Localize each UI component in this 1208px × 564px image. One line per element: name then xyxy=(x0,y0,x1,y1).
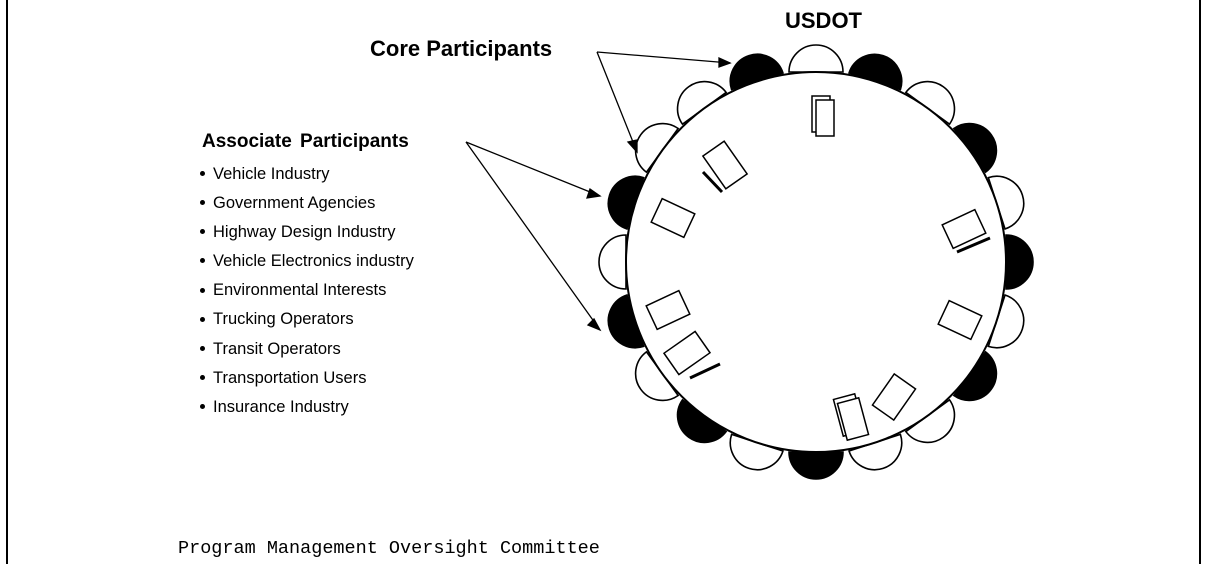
core-participant-seat xyxy=(729,53,784,91)
associate-participant-seat xyxy=(634,350,680,402)
bullet-icon xyxy=(200,229,205,235)
core-participants-label: Core Participants xyxy=(370,36,553,61)
associate-participants-label: Associate Participants xyxy=(202,131,409,152)
list-item-label: Trucking Operators xyxy=(213,310,354,329)
list-item: Vehicle Electronics industry xyxy=(200,247,414,276)
associate-participant-seat xyxy=(987,175,1025,230)
document-icon xyxy=(701,140,749,194)
document-icon xyxy=(832,392,870,442)
bullet-icon xyxy=(200,403,205,409)
core-participant-seat xyxy=(676,398,728,444)
associate-participant-seat xyxy=(788,44,844,73)
list-item: Environmental Interests xyxy=(200,276,414,305)
list-item: Transit Operators xyxy=(200,335,414,364)
document-icon xyxy=(650,197,696,239)
core-participant-seat xyxy=(607,294,645,349)
usdot-label: USDOT xyxy=(785,8,862,33)
associate-participant-seat xyxy=(904,80,956,126)
list-item: Highway Design Industry xyxy=(200,218,414,247)
list-item: Transportation Users xyxy=(200,364,414,393)
document-icon xyxy=(937,299,983,341)
associate-participant-seat xyxy=(904,398,956,444)
list-item: Trucking Operators xyxy=(200,305,414,334)
list-item-label: Vehicle Electronics industry xyxy=(213,252,414,271)
bullet-icon xyxy=(200,287,205,293)
associate-participant-seat xyxy=(987,294,1025,349)
associate-participant-seat xyxy=(729,433,784,471)
bullet-icon xyxy=(200,258,205,264)
list-item-label: Environmental Interests xyxy=(213,281,387,300)
list-item-label: Vehicle Industry xyxy=(213,165,330,183)
bullet-icon xyxy=(200,171,205,177)
associate-participant-seat xyxy=(634,122,680,174)
associate-participant-seat xyxy=(676,80,728,126)
associate-pointer-arrows xyxy=(465,141,602,332)
bullet-icon xyxy=(200,200,205,206)
list-item: Vehicle Industry xyxy=(200,160,414,189)
diagram-caption: Program Management Oversight Committee xyxy=(178,538,600,559)
list-item-label: Highway Design Industry xyxy=(213,223,396,242)
left-border-rule xyxy=(6,0,8,564)
document-icon xyxy=(662,330,721,380)
list-item: Government Agencies xyxy=(200,189,414,218)
list-item-label: Government Agencies xyxy=(213,194,376,213)
associate-participant-seat xyxy=(848,433,903,471)
bullet-icon xyxy=(200,316,205,322)
associate-participant-seat xyxy=(598,234,627,290)
right-border-rule xyxy=(1199,0,1201,564)
associate-participants-list: Vehicle Industry Government Agencies Hig… xyxy=(200,160,414,422)
list-item: Insurance Industry xyxy=(200,393,414,422)
core-participant-seat xyxy=(1005,234,1034,290)
list-item-label: Transit Operators xyxy=(213,339,341,358)
document-icon xyxy=(941,208,991,254)
bullet-icon xyxy=(200,374,205,380)
seats-group xyxy=(598,44,1034,480)
document-icon xyxy=(871,372,917,422)
core-participant-seat xyxy=(952,350,998,402)
document-icon xyxy=(811,95,835,137)
core-participant-seat xyxy=(788,451,844,480)
core-pointer-arrows xyxy=(596,51,732,154)
documents-group xyxy=(645,95,991,442)
list-item-label: Transportation Users xyxy=(213,368,367,387)
core-participant-seat xyxy=(848,53,903,91)
list-item-label: Insurance Industry xyxy=(213,397,349,416)
bullet-icon xyxy=(200,345,205,351)
core-participant-seat xyxy=(952,122,998,174)
core-participant-seat xyxy=(607,175,645,230)
document-icon xyxy=(645,289,691,331)
